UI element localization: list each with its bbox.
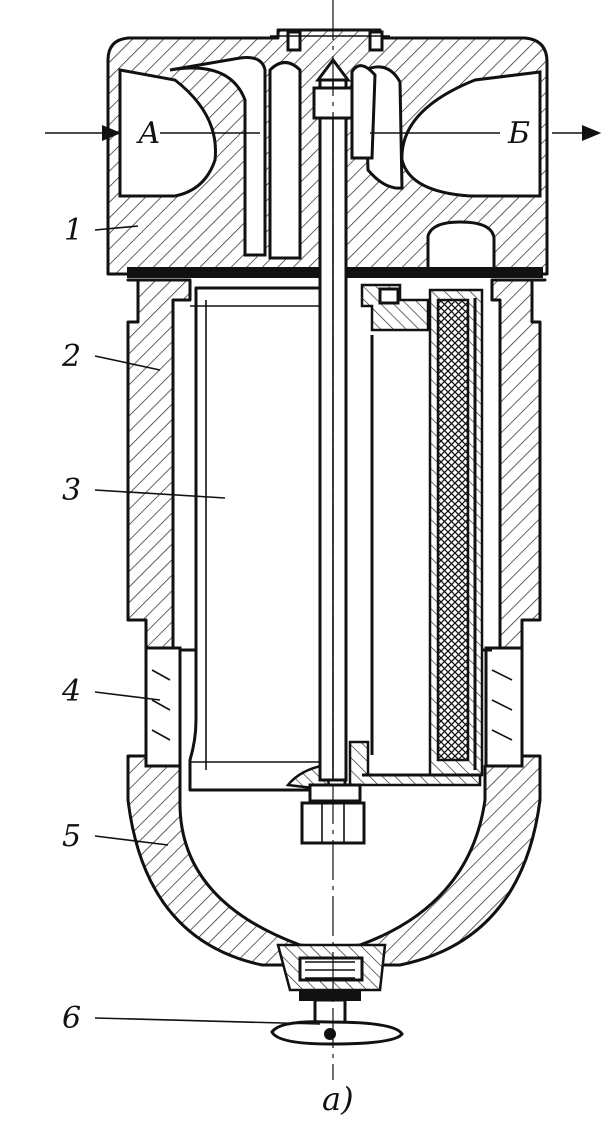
rod-nut-upper (308, 783, 362, 803)
callout-3: 3 (62, 473, 81, 508)
callout-2: 2 (61, 339, 81, 374)
filter-mesh (436, 298, 470, 762)
drain-handle (270, 1020, 404, 1046)
callout-6: 6 (62, 1001, 81, 1036)
callout-1: 1 (64, 213, 83, 248)
flow-arrows: А Б (45, 116, 602, 151)
figure-caption: а) (322, 1080, 354, 1118)
filter-bowl (126, 278, 547, 967)
inlet-label: А (136, 116, 161, 151)
filter-cartridge (188, 283, 484, 792)
callout-4: 4 (61, 674, 81, 709)
callout-group: 1 2 3 4 5 6 (61, 213, 321, 1036)
callout-5: 5 (62, 819, 81, 854)
outlet-label: Б (507, 116, 530, 151)
drain-valve (270, 943, 404, 1046)
